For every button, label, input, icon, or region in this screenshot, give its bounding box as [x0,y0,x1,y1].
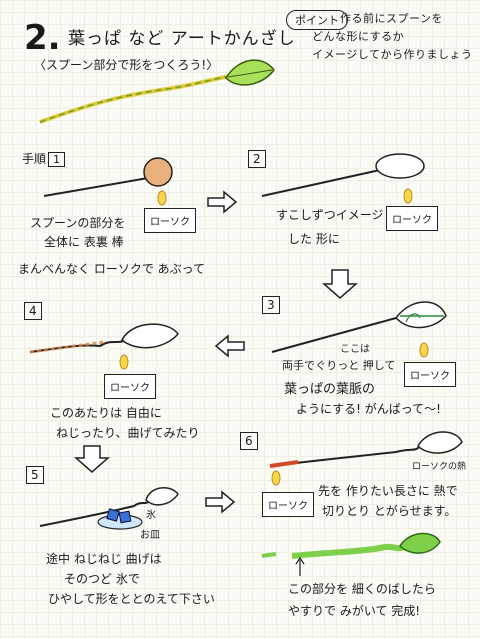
step4-candle: ローソク [104,374,156,399]
step1-candle: ローソク [144,208,196,233]
step2-line-2: した 形に [288,232,340,246]
step2-flame-icon [403,188,413,204]
arrow-down-icon-2 [74,445,110,473]
step1-spoon-handle [43,177,149,197]
step2-spoon-handle [261,169,381,197]
title-leaf-icon [225,59,275,86]
step1-number: 1 [48,152,66,167]
finished-leaf-icon [399,532,441,554]
ice-label: 氷 [146,510,156,521]
step2-candle: ローソク [386,206,438,231]
step3-flame-icon [419,342,429,358]
arrow-left-icon [214,334,245,358]
point-line-2: どんな形にするか [312,30,405,43]
step-label: 手順 [22,152,47,166]
step5-line-3: ひやして形をととのえて下さい [48,592,215,606]
point-line-1: 作る前にスプーンを [340,12,443,25]
step1-spoon-bowl-icon [143,157,173,187]
step5-line-1: 途中 ねじねじ 曲げは [46,552,162,566]
step6-hairpin [269,445,421,467]
step5-spoon-handle [39,499,151,527]
step2-spoon-bowl-icon [375,153,425,179]
title-hairpin-stem [39,74,231,124]
step6-line-2: 切りとり とがらせます。 [322,504,457,518]
step1-line-3: まんべんなく ローソクで あぶって [18,262,206,276]
point-line-3: イメージしてから作りましょう [312,48,473,61]
ice-cube-icon [106,508,120,522]
step5-line-2: そのつど 氷で [64,572,140,586]
arrow-down-icon [322,269,358,299]
step3-candle: ローソク [404,362,456,387]
step4-line-1: このあたりは 自由に [50,406,162,420]
step6-candle: ローソク [262,492,314,517]
step6-line-4: やすりで みがいて 完成! [288,604,421,618]
step3-line-4: ようにする! がんばって〜! [296,402,441,416]
step5-number: 5 [26,466,44,484]
finished-hairpin [291,543,407,559]
step6-candle-note: ローソクの熱 [412,462,467,472]
step1-flame-icon [157,190,167,206]
arrow-right-icon [207,190,238,214]
arrow-right-icon-2 [205,490,236,514]
page-title: 葉っぱ など アートかんざし [68,29,296,49]
step6-flame-icon [271,470,281,486]
step3-spoon-handle [271,317,397,353]
step6-line-3: この部分を 細くのばしたら [288,582,436,596]
step6-line-1: 先を 作りたい長さに 熱で [318,484,458,498]
step6-leaf-icon [417,431,463,454]
step1-line-1: スプーンの部分を [30,216,126,230]
step2-number: 2 [248,150,266,168]
step3-line-2: 両手でぐりっと 押して [282,359,396,372]
dish-label: お皿 [140,530,160,541]
step3-leaf-icon [395,301,447,329]
step-number: 2. [24,18,61,58]
step2-line-1: すこしずつイメージ [276,208,384,222]
step6-number: 6 [240,432,258,450]
step4-leaf-icon [121,323,179,349]
step4-line-2: ねじったり、曲げてみたり [56,426,200,440]
point-badge: ポイント [286,10,348,30]
step3-line-3: 葉っぱの葉脈の [284,382,376,397]
page-subtitle: 〈スプーン部分で形をつくろう!〉 [34,58,219,72]
step5-leaf-icon [145,487,179,506]
step4-flame-icon [119,354,129,370]
step3-line-1: ここは [340,344,370,355]
step3-number: 3 [262,296,280,314]
step4-number: 4 [24,302,42,320]
step1-line-2: 全体に 表裏 棒 [44,235,124,249]
